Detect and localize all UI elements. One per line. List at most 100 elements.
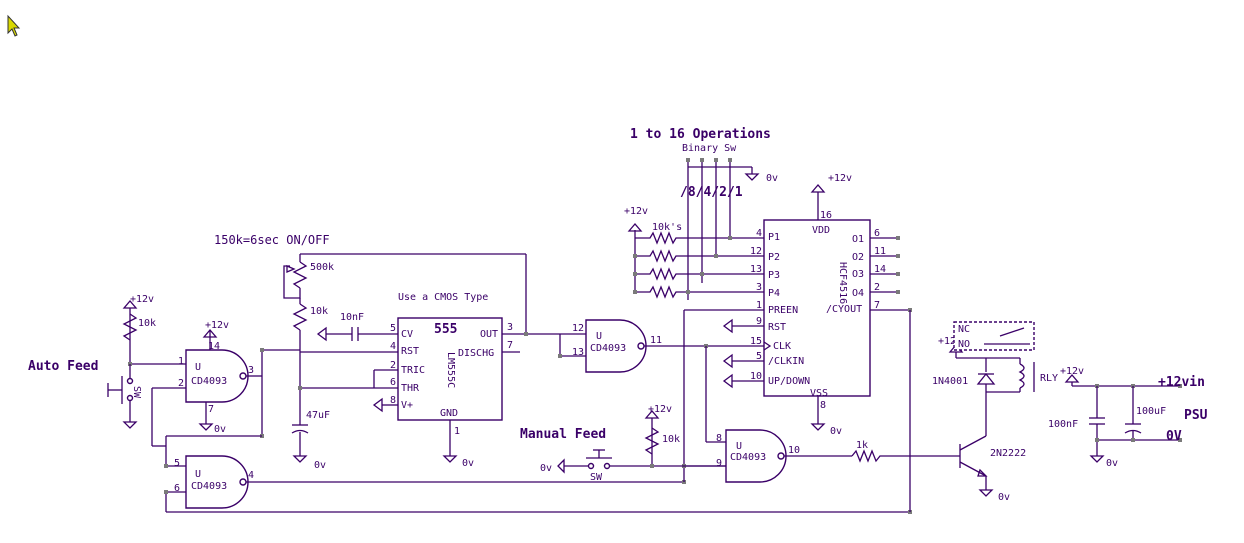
svg-text:0v: 0v xyxy=(540,463,552,474)
svg-text:12: 12 xyxy=(750,246,762,257)
svg-text:NC: NC xyxy=(958,324,970,335)
svg-text:CLK: CLK xyxy=(773,341,791,352)
svg-text:7: 7 xyxy=(507,340,513,351)
auto-feed-label: Auto Feed xyxy=(28,359,98,374)
relay-driver: 1k 2N2222 0v +12v 1N4001 RLY NC NO xyxy=(851,321,1058,503)
svg-text:6: 6 xyxy=(874,228,880,239)
svg-text:3: 3 xyxy=(507,322,513,333)
svg-text:7: 7 xyxy=(208,404,214,415)
svg-text:0v: 0v xyxy=(830,426,842,437)
svg-text:U: U xyxy=(195,362,201,373)
svg-text:O3: O3 xyxy=(852,269,864,280)
psu-section: +12v +12vin 100nF 100uF 0V 0v xyxy=(1048,366,1205,469)
svg-text:10: 10 xyxy=(750,371,762,382)
svg-text:5: 5 xyxy=(756,351,762,362)
svg-text:+12v: +12v xyxy=(130,294,154,305)
svg-text:15: 15 xyxy=(750,336,762,347)
svg-text:CD4093: CD4093 xyxy=(191,376,227,387)
svg-text:RLY: RLY xyxy=(1040,373,1058,384)
svg-text:VDD: VDD xyxy=(812,225,830,236)
nand-gate-4: U CD4093 8 9 10 xyxy=(682,310,852,483)
svg-text:+12vin: +12vin xyxy=(1158,375,1205,390)
svg-text:14: 14 xyxy=(874,264,886,275)
svg-text:11: 11 xyxy=(874,246,886,257)
svg-text:12: 12 xyxy=(572,323,584,334)
svg-text:9: 9 xyxy=(716,458,722,469)
svg-text:10k: 10k xyxy=(138,318,156,329)
svg-text:SW: SW xyxy=(131,386,142,399)
svg-text:0v: 0v xyxy=(214,424,226,435)
svg-text:O4: O4 xyxy=(852,288,864,299)
svg-text:0v: 0v xyxy=(314,460,326,471)
svg-text:+12v: +12v xyxy=(205,320,229,331)
svg-text:5: 5 xyxy=(390,323,396,334)
svg-text:1: 1 xyxy=(756,300,762,311)
svg-text:1k: 1k xyxy=(856,440,868,451)
svg-text:11: 11 xyxy=(650,335,662,346)
svg-text:10k: 10k xyxy=(310,306,328,317)
svg-text:/CLKIN: /CLKIN xyxy=(768,356,804,367)
svg-text:3: 3 xyxy=(248,365,254,376)
svg-text:U: U xyxy=(195,469,201,480)
psu-label: PSU xyxy=(1184,408,1208,423)
svg-text:P2: P2 xyxy=(768,252,780,263)
svg-text:6: 6 xyxy=(390,377,396,388)
svg-text:10k's: 10k's xyxy=(652,222,682,233)
svg-text:CD4093: CD4093 xyxy=(191,481,227,492)
svg-text:5: 5 xyxy=(174,458,180,469)
svg-text:8: 8 xyxy=(716,433,722,444)
nand-gate-1: U CD4093 +12v 0v 1 2 3 14 7 xyxy=(130,320,300,438)
binary-switch: 0v xyxy=(686,158,778,300)
svg-text:10: 10 xyxy=(788,445,800,456)
svg-text:+12v: +12v xyxy=(938,336,962,347)
svg-text:+12v: +12v xyxy=(1060,366,1084,377)
svg-text:O1: O1 xyxy=(852,234,864,245)
nand-gate-2: U CD4093 5 6 4 xyxy=(164,310,912,514)
binary-weights-label: /8/4/2/1 xyxy=(680,185,743,200)
svg-text:7: 7 xyxy=(874,300,880,311)
timer-555-ic: 555 CV RST TRIC THR V+ OUT DISCHG GND LM… xyxy=(300,253,560,469)
manual-feed-switch: 0v SW +12v 10k xyxy=(540,404,726,483)
svg-text:100uF: 100uF xyxy=(1136,406,1166,417)
svg-text:0V: 0V xyxy=(1166,429,1182,444)
timing-network: 500k 10k 47uF 0v xyxy=(283,254,334,471)
svg-text:13: 13 xyxy=(572,347,584,358)
binary-switch-label: Binary Sw xyxy=(682,143,737,154)
svg-text:1: 1 xyxy=(178,356,184,367)
svg-text:CD4093: CD4093 xyxy=(590,343,626,354)
svg-text:47uF: 47uF xyxy=(306,410,330,421)
nand-gate-3: U CD4093 12 13 11 xyxy=(558,319,726,443)
svg-text:DISCHG: DISCHG xyxy=(458,348,494,359)
svg-text:U: U xyxy=(596,331,602,342)
cmos-note: Use a CMOS Type xyxy=(398,292,488,303)
svg-text:6: 6 xyxy=(174,483,180,494)
pull-up-resistor-bank: +12v 10k's xyxy=(624,206,764,299)
svg-text:SW: SW xyxy=(590,472,603,483)
svg-text:0v: 0v xyxy=(1106,458,1118,469)
svg-text:P1: P1 xyxy=(768,232,780,243)
svg-text:2: 2 xyxy=(178,378,184,389)
svg-text:+12v: +12v xyxy=(828,173,852,184)
svg-text:CD4093: CD4093 xyxy=(730,452,766,463)
svg-text:100nF: 100nF xyxy=(1048,419,1078,430)
svg-text:2: 2 xyxy=(874,282,880,293)
timer-name: 555 xyxy=(434,322,457,337)
auto-feed-switch: +12v 10k SW xyxy=(107,294,166,447)
svg-text:TRIC: TRIC xyxy=(401,365,425,376)
manual-feed-label: Manual Feed xyxy=(520,427,606,442)
svg-text:4: 4 xyxy=(756,228,762,239)
svg-text:13: 13 xyxy=(750,264,762,275)
svg-text:10k: 10k xyxy=(662,434,680,445)
svg-text:NO: NO xyxy=(958,339,970,350)
svg-text:14: 14 xyxy=(208,341,220,352)
svg-text:1N4001: 1N4001 xyxy=(932,376,968,387)
svg-text:8: 8 xyxy=(390,395,396,406)
svg-text:V+: V+ xyxy=(401,400,413,411)
svg-text:OUT: OUT xyxy=(480,329,498,340)
title-heading: 1 to 16 Operations xyxy=(630,127,771,142)
svg-text:+12v: +12v xyxy=(624,206,648,217)
counter-ic: P1 P2 P3 P4 PREEN RST CLK /CLKIN UP/DOWN… xyxy=(684,173,912,437)
svg-text:PREEN: PREEN xyxy=(768,305,798,316)
svg-text:P3: P3 xyxy=(768,270,780,281)
